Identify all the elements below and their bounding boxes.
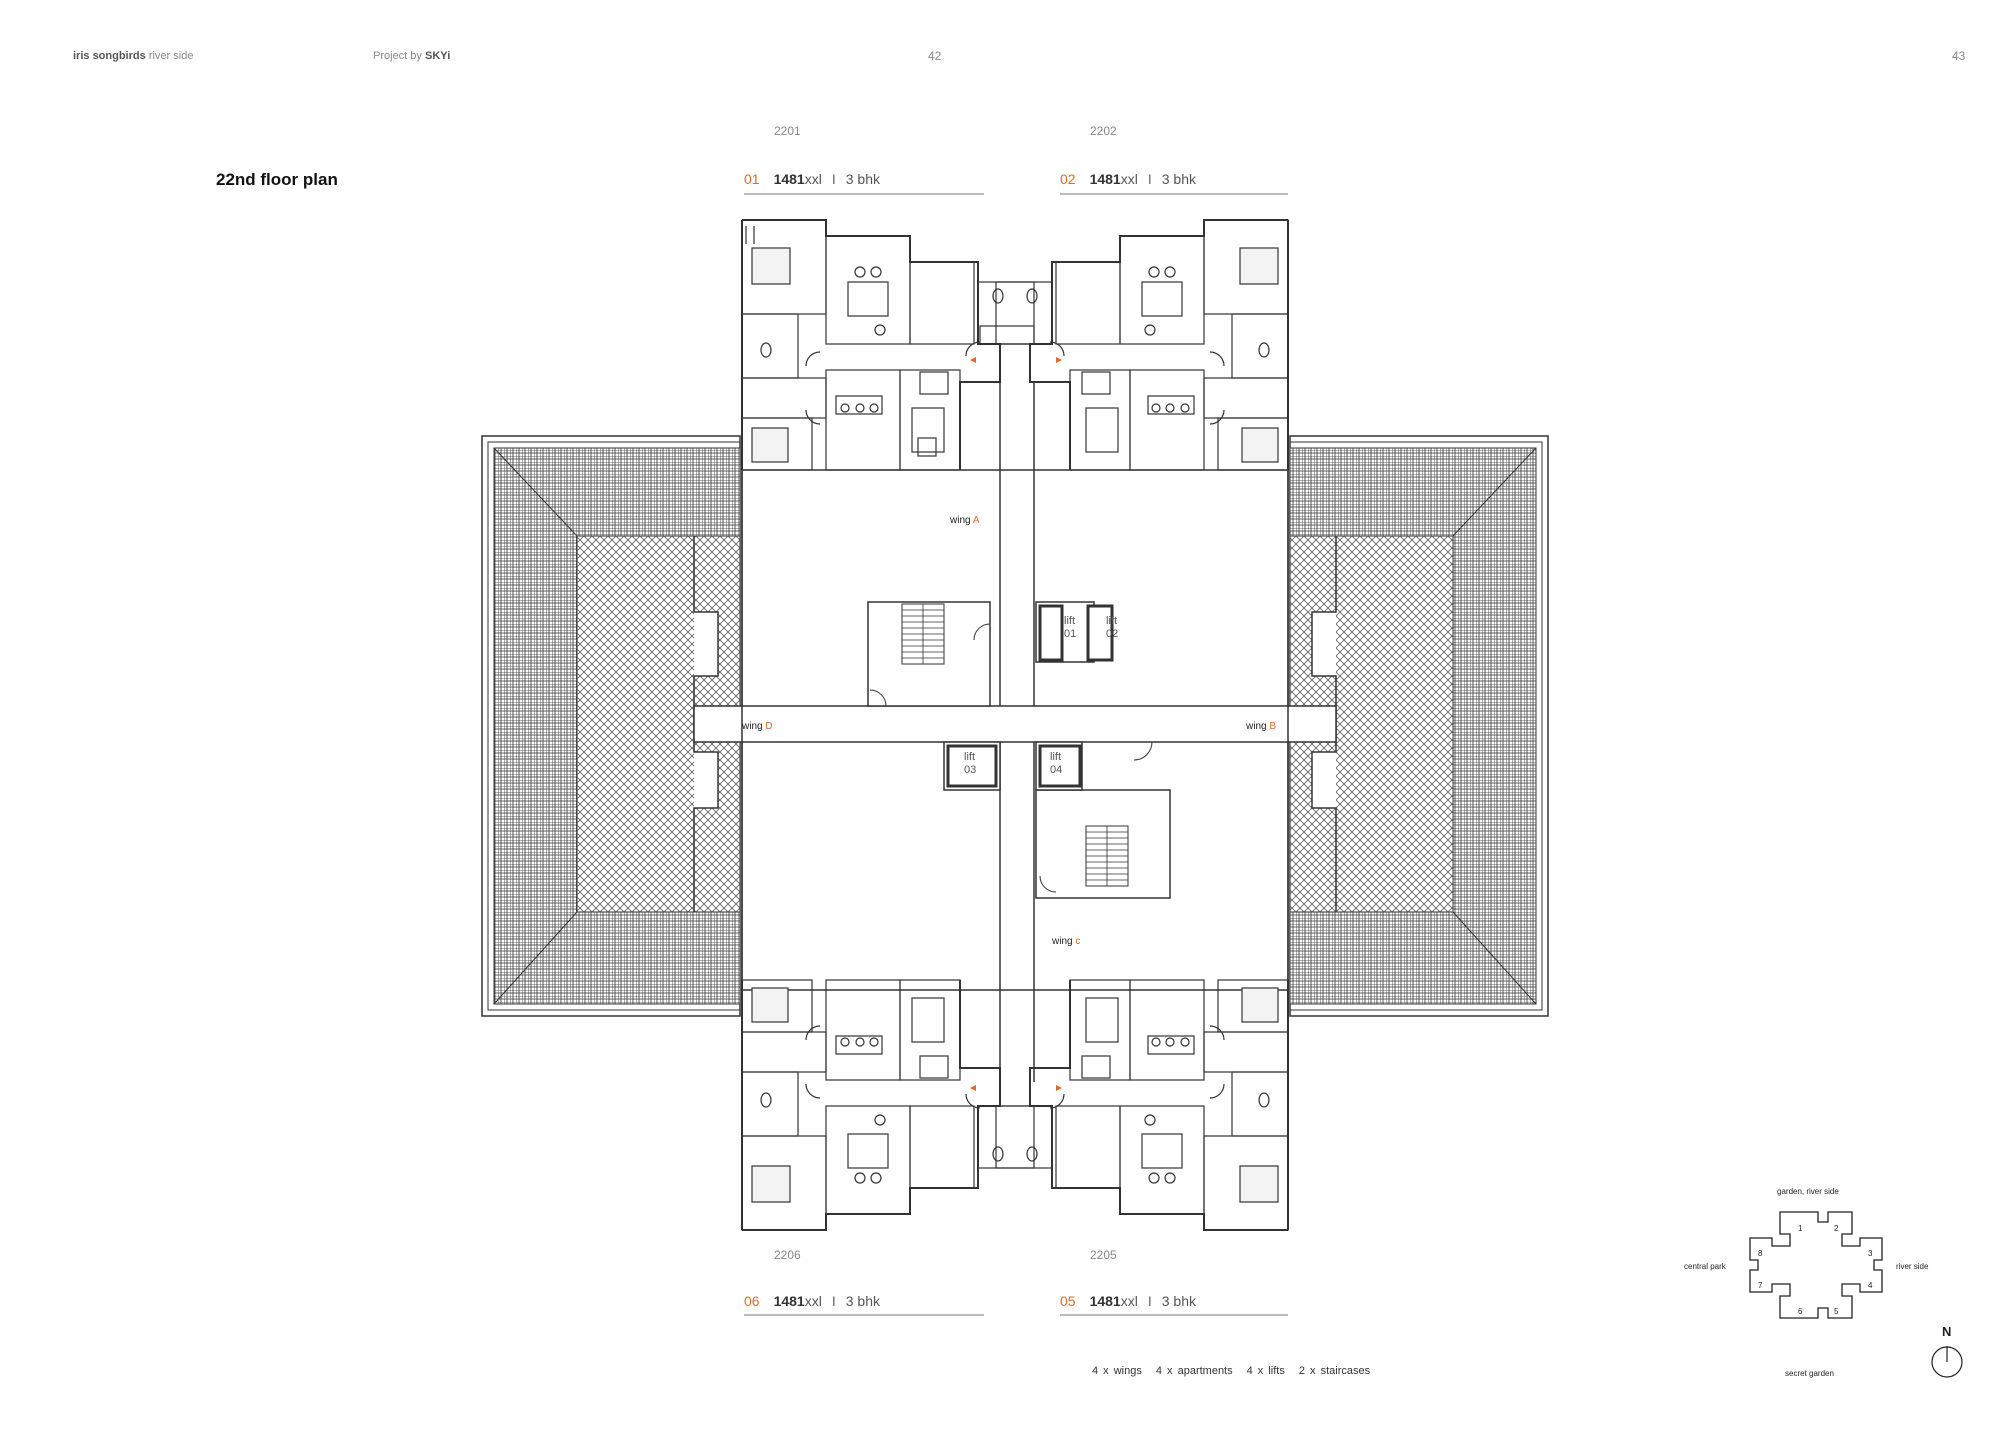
summary-item: 4 x wings [1092, 1365, 1142, 1377]
key-label-right: river side [1896, 1262, 1929, 1271]
key-number: 3 [1868, 1249, 1873, 1258]
lift-label: lift [1064, 615, 1075, 627]
apartment-05-plan [995, 979, 1289, 1231]
unit-code-2202: 2202 [1090, 124, 1117, 138]
unit-rule [1060, 193, 1288, 195]
page-number-right: 43 [1952, 49, 1966, 63]
building-summary: 4 x wings 4 x apartments 4 x lifts 2 x stai… [1092, 1365, 1384, 1377]
key-plan: garden, river side central park river si… [1684, 1187, 1929, 1378]
summary-item: 4 x lifts [1246, 1365, 1285, 1377]
key-label-bottom: secret garden [1785, 1369, 1834, 1378]
key-number: 5 [1834, 1307, 1839, 1316]
entry-arrows [970, 357, 1062, 1091]
lift-label: lift [1106, 615, 1117, 627]
lift-number: 04 [1050, 764, 1062, 776]
project-by: Project by SKYi [373, 50, 451, 62]
wing-d-label: wing D [741, 721, 773, 732]
key-number: 2 [1834, 1224, 1839, 1233]
key-number: 6 [1798, 1307, 1803, 1316]
unit-code-2205: 2205 [1090, 1248, 1117, 1262]
lift-number: 03 [964, 764, 976, 776]
wing-a-label: wing A [949, 515, 980, 526]
lift-label: lift [964, 751, 975, 763]
lift-number: 01 [1064, 628, 1076, 640]
unit-rule [744, 1314, 984, 1316]
unit-rule [1060, 1314, 1288, 1316]
key-number: 4 [1868, 1281, 1873, 1290]
apartment-06-plan [741, 979, 1035, 1231]
north-arrow-icon: N [1931, 1324, 1963, 1378]
north-label: N [1942, 1324, 1951, 1339]
staircase-lower [1035, 741, 1171, 899]
page-number-left: 42 [928, 49, 942, 63]
staircase-upper [867, 601, 991, 707]
wing-b-label: wing B [1245, 721, 1276, 732]
key-number: 8 [1758, 1249, 1763, 1258]
unit-code-2201: 2201 [774, 124, 801, 138]
page-title: 22nd floor plan [216, 170, 338, 189]
unit-code-2206: 2206 [774, 1248, 801, 1262]
lift-number: 02 [1106, 628, 1118, 640]
summary-item: 4 x apartments [1155, 1365, 1233, 1377]
key-label-left: central park [1684, 1262, 1727, 1271]
floor-plan: lift 01 lift 02 lift 03 lift 04 wing A w… [481, 219, 1549, 1231]
project-name: iris songbirds river side [73, 50, 194, 62]
apartment-01-plan [741, 219, 1035, 471]
lift-shafts [943, 601, 1114, 791]
unit-rule [744, 193, 984, 195]
summary-item: 2 x staircases [1298, 1365, 1371, 1377]
key-number: 7 [1758, 1281, 1763, 1290]
building-core [693, 382, 1337, 1082]
apartment-02-plan [995, 219, 1289, 471]
wing-c-label: wing c [1051, 936, 1080, 947]
lift-label: lift [1050, 751, 1061, 763]
key-number: 1 [1798, 1224, 1803, 1233]
key-label-top: garden, river side [1777, 1187, 1839, 1196]
